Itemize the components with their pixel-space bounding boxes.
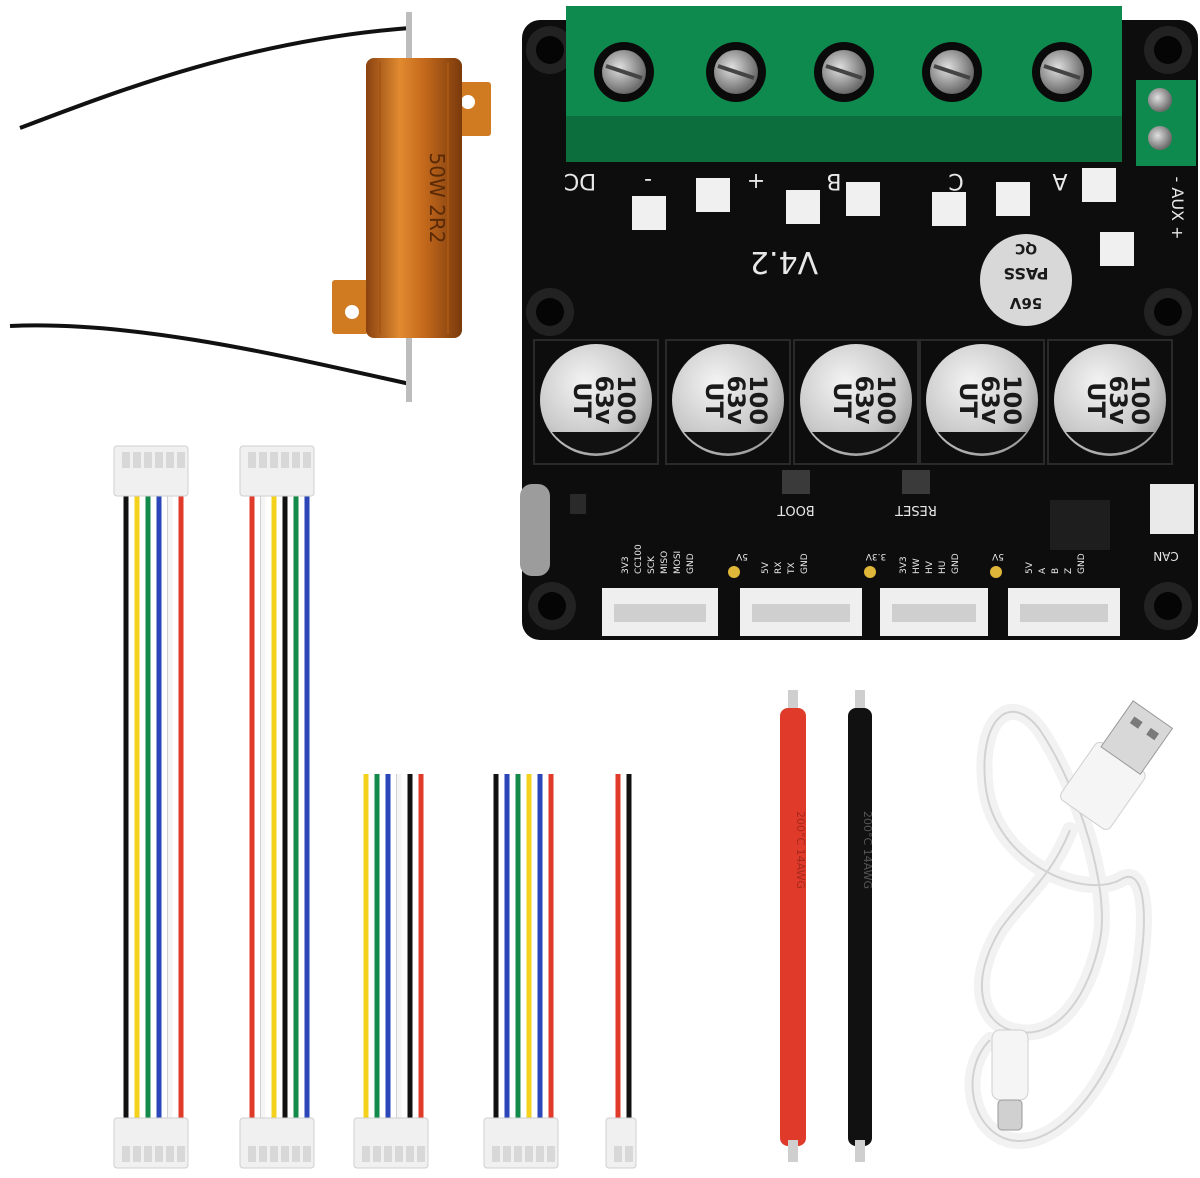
cable-2pin [605,774,637,1169]
board-version: V4.2 [750,244,818,279]
pin-label: GND [1077,553,1087,574]
pin-label: HW [912,558,922,574]
resistor-tab-top [455,82,491,136]
capacitor-marking: UT [700,382,728,418]
pin-label: SCK [647,555,657,574]
label-aux: - AUX + [1168,177,1187,240]
svg-text:QC: QC [1015,240,1037,256]
pin-label: 3V3 [899,556,909,574]
capacitor-marking: 100 [744,375,772,425]
pin-label: 5V [761,561,771,574]
svg-text:3.3V: 3.3V [865,551,886,561]
terminal-block-main [566,6,1122,162]
capacitor-marking: UT [828,382,856,418]
power-resistor: 50W 2R2 [9,12,491,402]
cable-6pin-short-b [483,774,559,1169]
driver-board: DC - + B C A - AUX + V4.2 QC PASS 56V 10… [520,6,1198,640]
board-usb-c-port[interactable] [520,484,550,576]
silicone-wire-black: 200°C 14AWG [848,690,874,1162]
svg-text:56V: 56V [1009,294,1042,312]
pin-label: TX [787,562,797,575]
resistor-lead-bottom [9,323,411,386]
red-wire-label: 200°C 14AWG [794,811,807,889]
usb-c-cable [964,700,1174,1149]
usb-c-plug [991,1029,1029,1131]
pin-label: MISO [660,551,670,574]
resistor-body [366,58,462,338]
pin-label: HU [938,561,948,574]
label-c: C [948,168,963,193]
label-b: B [826,168,841,193]
capacitor-marking: 100 [1126,375,1154,425]
capacitor-marking: UT [954,382,982,418]
capacitor-marking: UT [1082,382,1110,418]
pin-label: HV [925,560,935,574]
pin-label: 5V [1025,561,1035,574]
reset-label: RESET [895,502,937,517]
pin-label: B [1051,568,1061,574]
cable-6pin-short [353,774,429,1169]
usb-a-plug [1060,700,1174,830]
label-dc: DC [564,168,596,193]
bottom-connectors [602,588,1120,636]
can-label: CAN [1153,549,1179,563]
jumper-cables [113,445,637,1169]
pcb [522,20,1198,640]
capacitor-marking: 63v [850,375,878,424]
svg-text:5V: 5V [991,551,1004,561]
svg-text:PASS: PASS [1004,264,1049,283]
cable-6pin-long [113,445,189,1169]
pin-label: A [1038,567,1048,574]
pin-label: GND [800,553,810,574]
label-plus: + [747,168,765,193]
capacitor-marking: 63v [590,375,618,424]
pin-label: CC100 [634,544,644,574]
solder-pads [632,168,1134,266]
qc-sticker: QC PASS 56V [980,234,1072,326]
terminal-block-aux [1136,80,1196,166]
label-a: A [1052,168,1067,193]
driver-ic [1050,500,1110,550]
can-connector[interactable] [1150,484,1194,534]
mounting-holes [526,26,1192,630]
pin-label: Z [1064,568,1074,574]
reset-button[interactable] [902,470,930,494]
pin-label: GND [951,553,961,574]
pin-label: RX [774,562,784,574]
boot-label: BOOT [777,502,814,517]
cable-6pin-long-b [239,445,315,1169]
capacitor-marking: 100 [872,375,900,425]
pin-label: 3V3 [621,556,631,574]
svg-text:5V: 5V [735,551,748,561]
pin-label: MOSI [673,551,683,574]
capacitor-marking: 63v [722,375,750,424]
resistor-label: 50W 2R2 [425,153,449,244]
capacitor-marking: 100 [998,375,1026,425]
label-minus: - [644,168,652,193]
silicone-wire-red: 200°C 14AWG [780,690,807,1162]
resistor-lead-top [19,26,411,130]
capacitor-marking: 100 [612,375,640,425]
capacitor-marking: UT [568,382,596,418]
pin-label: GND [686,553,696,574]
capacitor-marking: 63v [976,375,1004,424]
capacitor-marking: 63v [1104,375,1132,424]
black-wire-label: 200°C 14AWG [861,811,874,889]
boot-button[interactable] [782,470,810,494]
